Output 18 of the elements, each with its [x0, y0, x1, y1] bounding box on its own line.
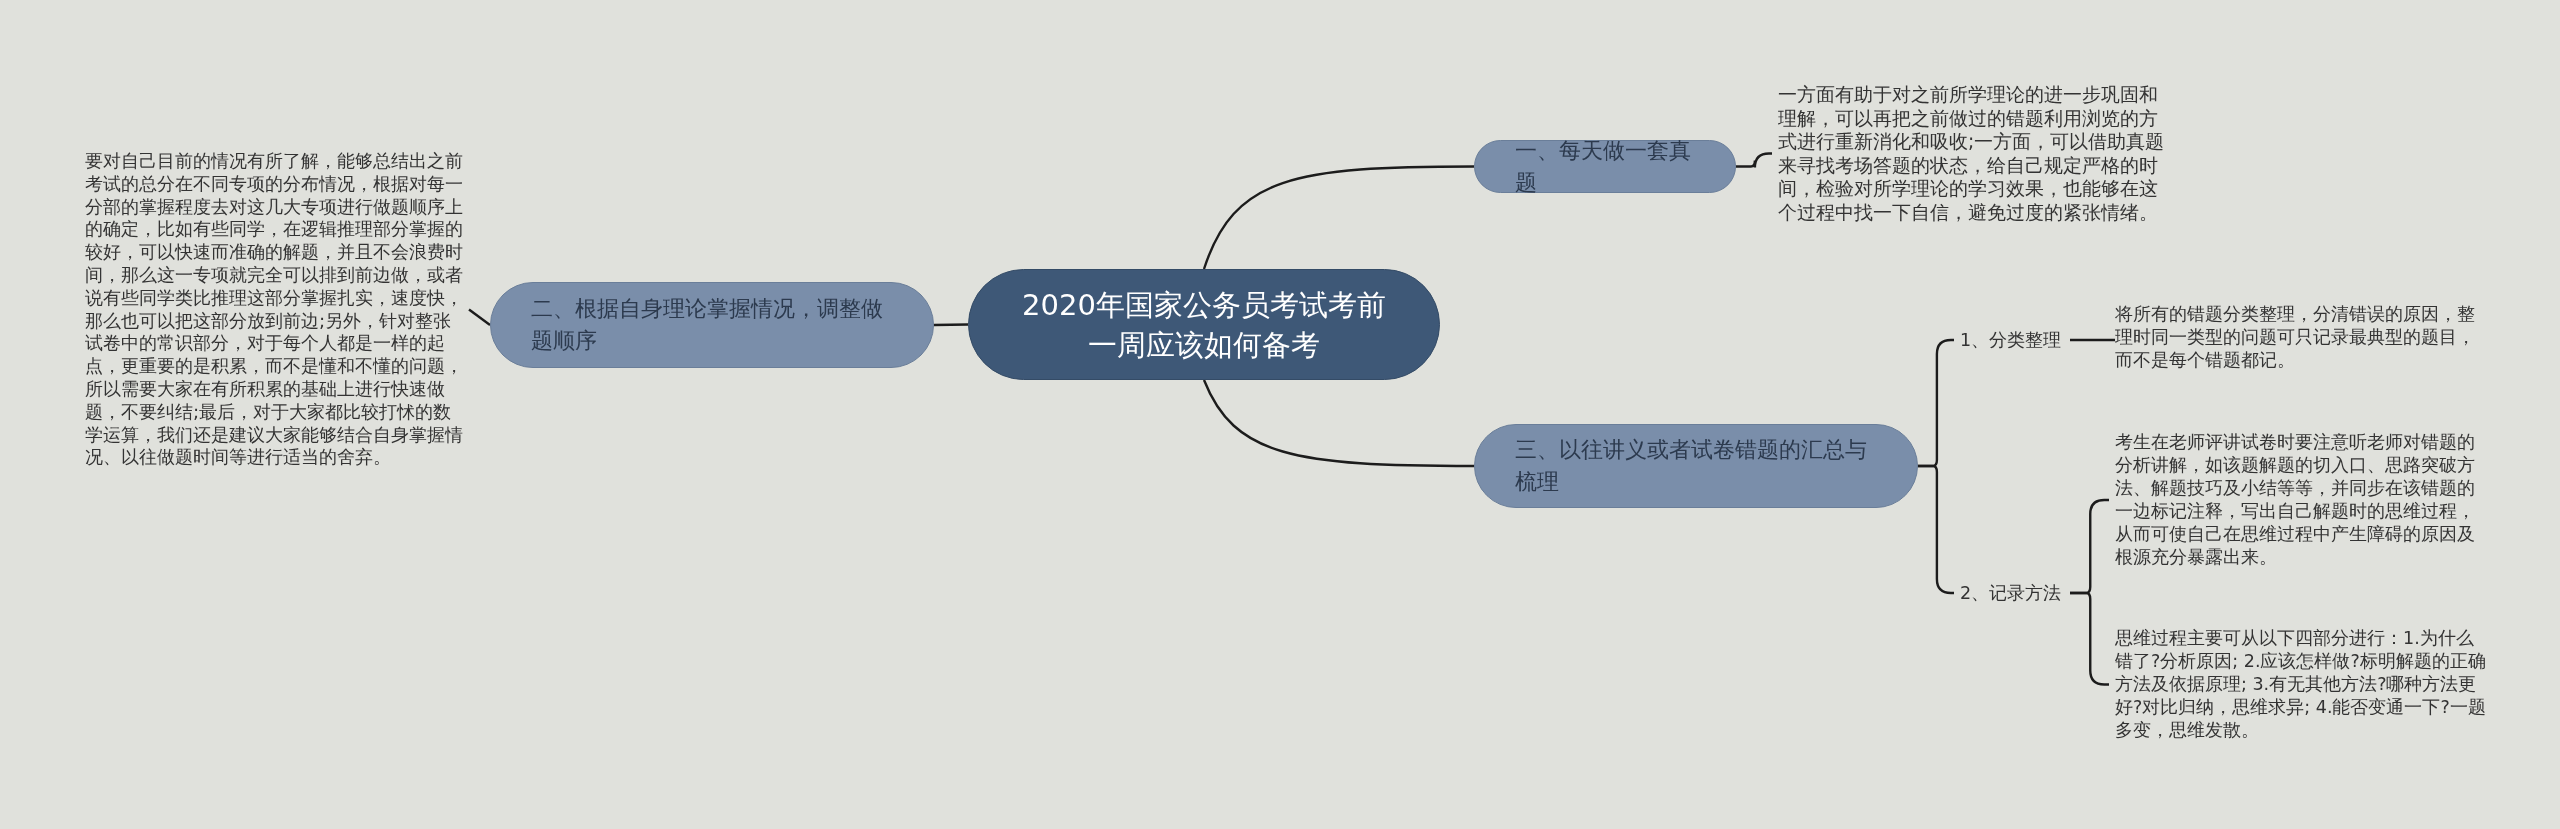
- connector-line: [1202, 379, 1474, 468]
- note-text: 一方面有助于对之前所学理论的进一步巩固和理解，可以再把之前做过的错题利用浏览的方式进行重新消化和吸收;一方面，可以借助真题来寻找考场答题的状态，给自己规定严格的时间，检验对所学理论的学习效果，也能够在这个过程中找一下自信，避免过度的紧张情绪。: [1778, 83, 2166, 224]
- note-text: 2、记录方法: [1960, 582, 2063, 605]
- connector-line: [468, 308, 491, 326]
- branch-label: 一、每天做一套真题: [1515, 136, 1692, 197]
- note-text: 将所有的错题分类整理，分清错误的原因，整理时同一类型的问题可只记录最典型的题目，而不是每个错题都记。: [2115, 303, 2476, 372]
- note-text: 要对自己目前的情况有所了解，能够总结出之前考试的总分在不同专项的分布情况，根据对每一分部的掌握程度去对这几大专项进行做题顺序上的确定，比如有些同学，在逻辑推理部分掌握的较好，可以快速而准确的解题，并且不会浪费时间，那么这一专项就完全可以排到前边做，或者说有些同学类比推理这部分掌握扎实，速度快，那么也可以把这部分放到前边;另外，针对整张试卷中的常识部分，对于每个人都是一样的起点，更重要的是积累，而不是懂和不懂的问题，所以需要大家在有所积累的基础上进行快速做题，不要纠结;最后，对于大家都比较打怵的数学运算，我们还是建议大家能够结合自身掌握情况、以往做题时间等进行适当的舍弃。: [85, 150, 464, 470]
- branch-label: 三、以往讲义或者试卷错题的汇总与梳理: [1515, 436, 1868, 496]
- note-text: 1、分类整理: [1960, 329, 2063, 352]
- topic-pill: [1474, 140, 1736, 193]
- connector-line: [2070, 338, 2115, 342]
- connector-line: [934, 323, 968, 327]
- title-text: 2020年国家公务员考试考前一周应该如何备考: [1021, 286, 1387, 364]
- connector-line: [1202, 165, 1474, 270]
- note-text: 思维过程主要可从以下四部分进行：1.为什么错了?分析原因; 2.应该怎样做?标明解题的正确方法及依据原理; 3.有无其他方法?哪种方法更好?对比归纳，思维求异; 4.能否变通一下?一题多变，思维发散。: [2115, 627, 2487, 742]
- connector-line: [1736, 152, 1772, 169]
- branch-label: 二、根据自身理论掌握情况，调整做题顺序: [531, 295, 884, 355]
- note-text: 考生在老师评讲试卷时要注意听老师对错题的分析讲解，如该题解题的切入口、思路突破方法、解题技巧及小结等等，并同步在该错题的一边标记注释，写出自己解题时的思维过程，从而可使自己在思维过程中产生障碍的原因及根源充分暴露出来。: [2115, 431, 2476, 569]
